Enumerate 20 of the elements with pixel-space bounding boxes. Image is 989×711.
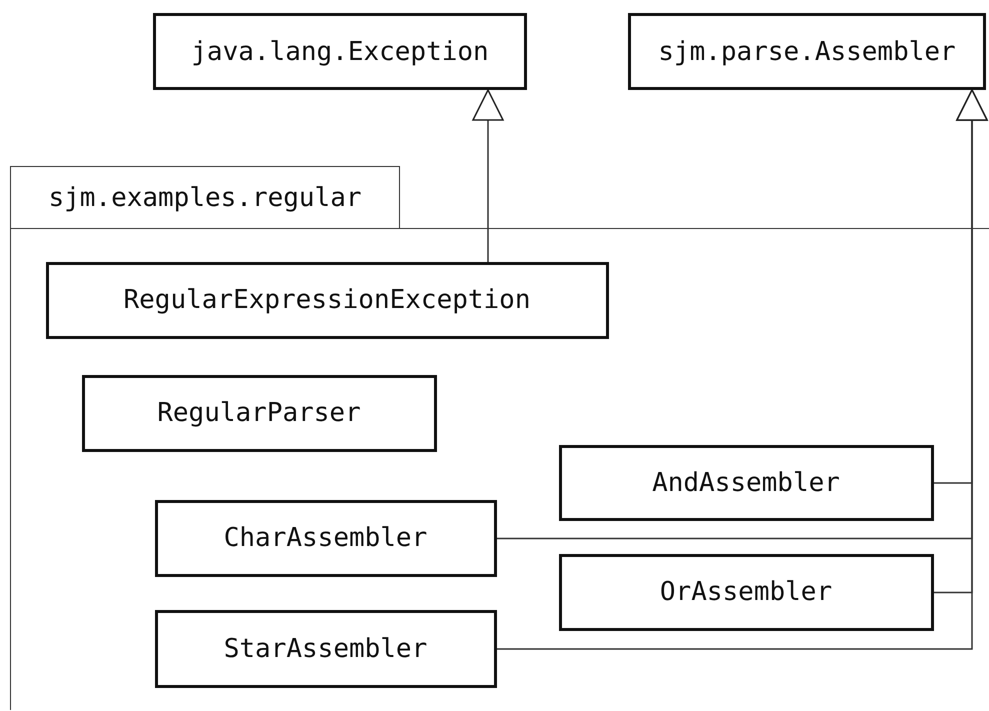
class-name: RegularParser	[157, 398, 361, 428]
class-name: AndAssembler	[652, 468, 840, 498]
class-box	[628, 13, 986, 90]
class-name: RegularExpressionException	[124, 285, 530, 315]
inheritance-arrow	[472, 89, 504, 262]
class-box	[558, 554, 934, 630]
class-box	[154, 500, 496, 576]
class-box	[153, 13, 527, 90]
class-name: java.lang.Exception	[191, 36, 489, 66]
package-name-tab: sjm.examples.regular	[11, 166, 400, 228]
class-box	[82, 374, 436, 452]
class-name: CharAssembler	[224, 523, 428, 553]
class-name: OrAssembler	[660, 577, 832, 607]
class-name: sjm.parse.Assembler	[658, 36, 956, 66]
class-name: StarAssembler	[224, 634, 428, 664]
class-box	[558, 444, 934, 520]
class-box	[154, 610, 496, 688]
package-frame	[10, 166, 988, 710]
inheritance-arrow	[497, 89, 988, 650]
class-box	[46, 262, 608, 338]
